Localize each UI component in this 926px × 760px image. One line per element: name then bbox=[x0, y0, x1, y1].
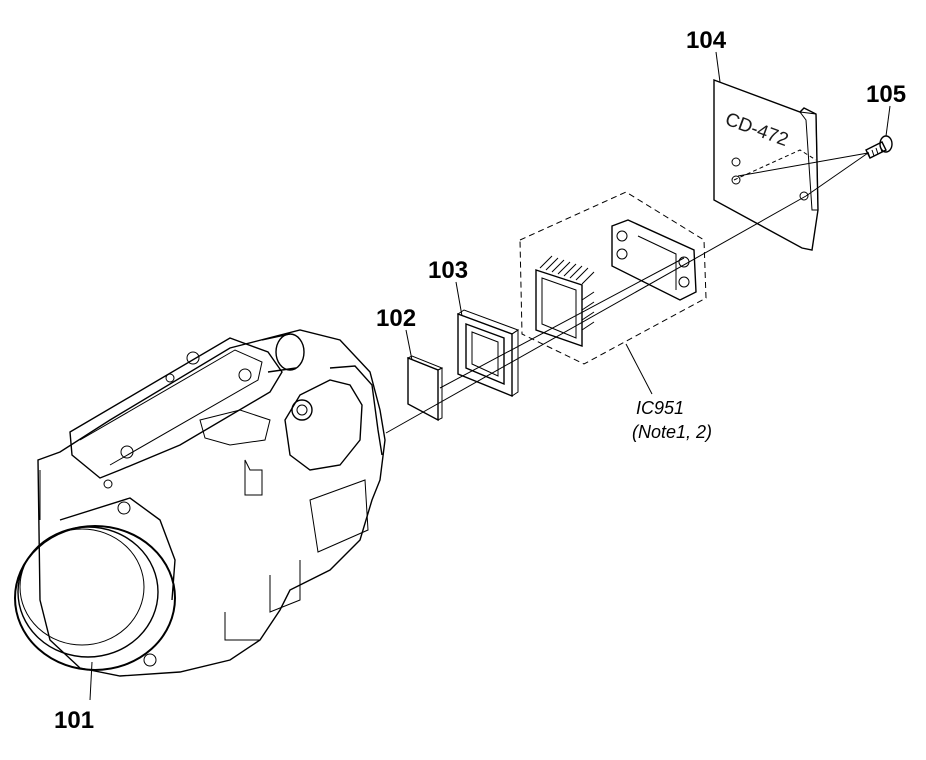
ccd-pins bbox=[539, 255, 595, 331]
filter-102 bbox=[406, 355, 444, 422]
lens-block-101 bbox=[14, 329, 386, 677]
alignment-axis-lines bbox=[385, 152, 869, 434]
board-marking: CD-472 bbox=[722, 109, 791, 151]
ic951-leader-line bbox=[625, 343, 653, 395]
part-number-102: 102 bbox=[376, 305, 416, 332]
part-number-104: 104 bbox=[686, 27, 727, 54]
ic951-label: IC951 bbox=[636, 398, 684, 418]
part-number-105: 105 bbox=[866, 81, 906, 108]
part-number-101: 101 bbox=[54, 707, 94, 734]
part-number-103: 103 bbox=[428, 257, 468, 284]
seal-rubber-103 bbox=[456, 309, 520, 398]
ic951-note: (Note1, 2) bbox=[632, 422, 712, 442]
ic951-ccd-group bbox=[519, 191, 707, 365]
leader-lines bbox=[89, 51, 891, 701]
screw-105 bbox=[865, 135, 893, 159]
